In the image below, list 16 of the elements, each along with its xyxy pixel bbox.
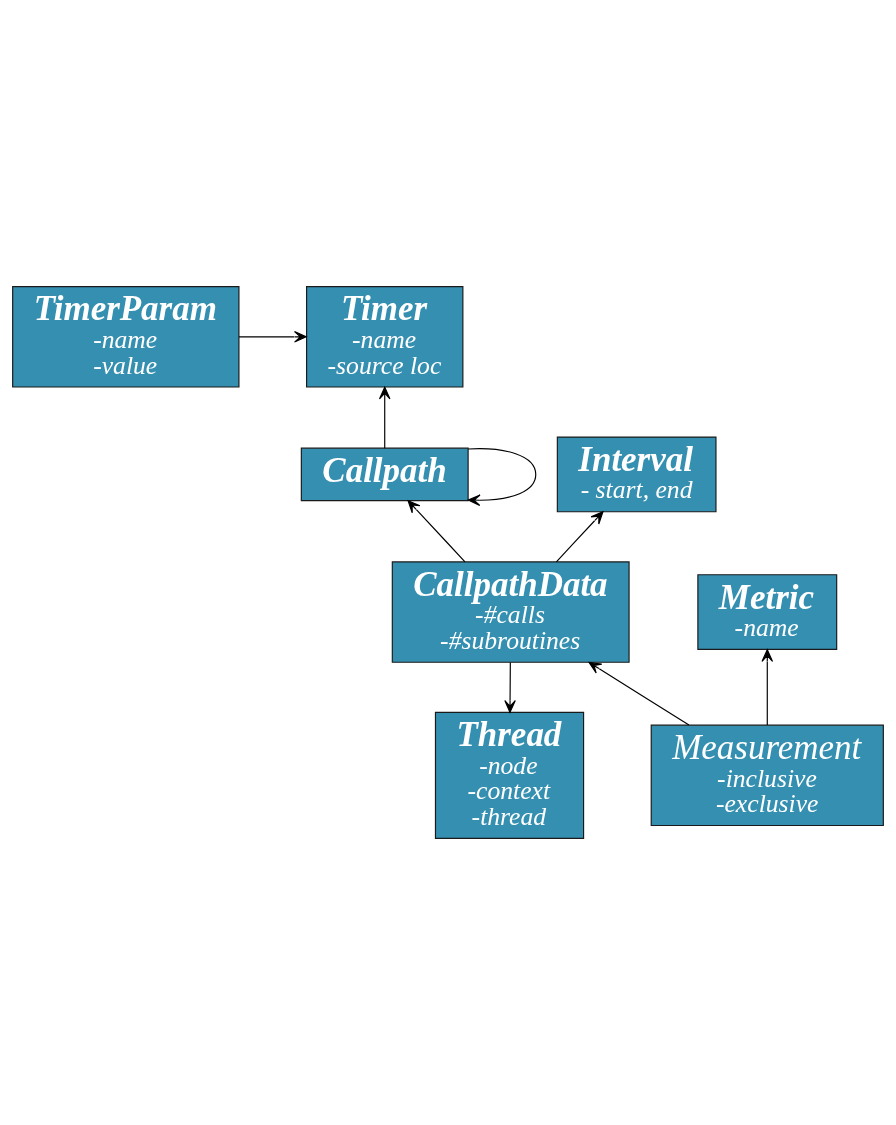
arrow [555,511,604,563]
arrow [238,331,307,343]
node-box: Thread -node -context -thread [434,711,585,839]
arrow [761,649,774,726]
arrow [504,661,516,713]
node-box: Measurement -inclusive -exclusive [650,724,884,827]
node-box: Metric -name [697,574,838,650]
arrow [588,661,690,726]
arrow [407,500,466,563]
node-box: TimerParam -name -value [12,286,240,388]
node-box: Callpath [300,447,469,502]
arrow [378,386,391,449]
node-box: CallpathData -#calls -#subroutines [391,561,630,663]
arrow [467,448,537,507]
node-box: Interval - start, end [556,436,717,513]
node-box: Timer -name -source loc [306,286,464,388]
